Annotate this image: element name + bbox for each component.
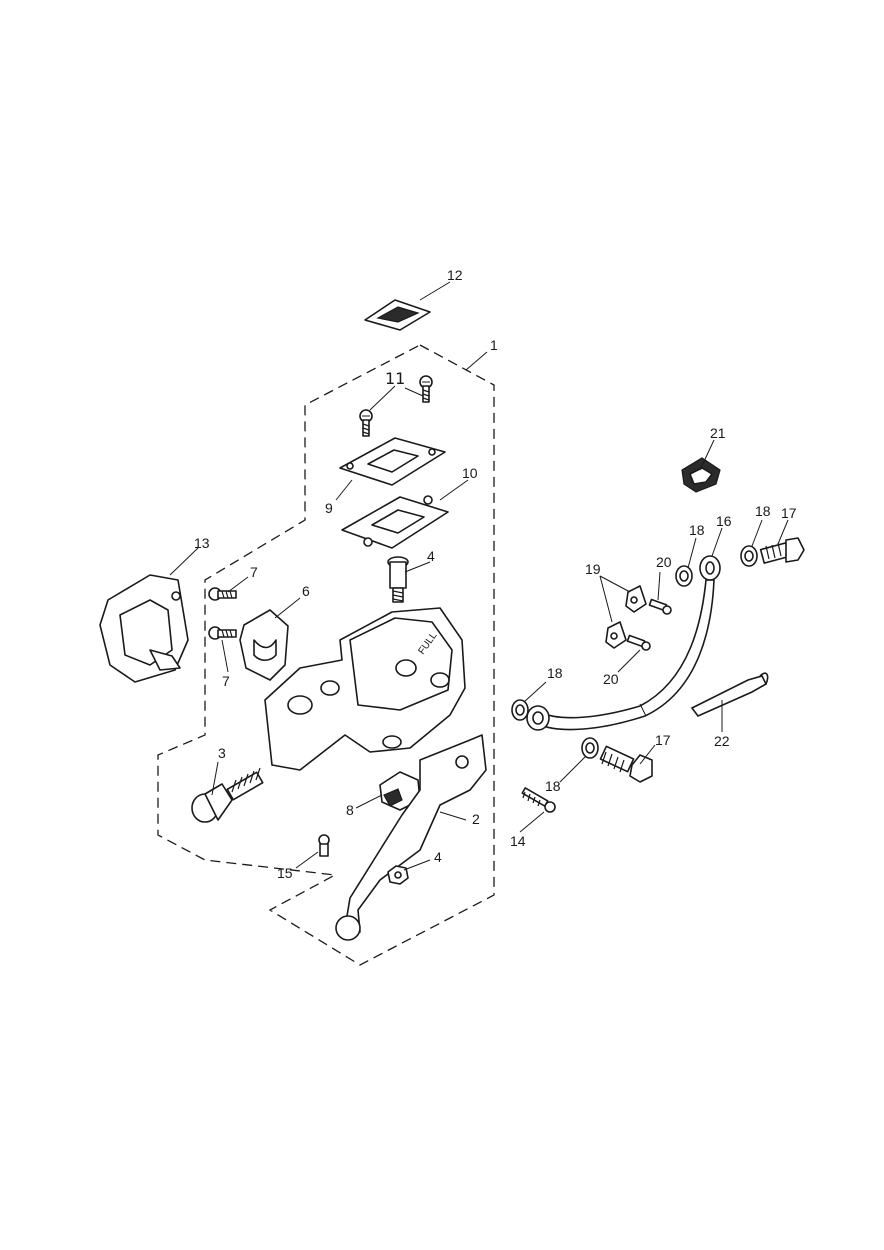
callout-14: 14 (510, 833, 526, 849)
callout-4-bottom: 4 (434, 849, 442, 865)
callout-20-bottom: 20 (603, 671, 619, 687)
callout-18-middle: 18 (547, 665, 563, 681)
gasket-part-10 (341, 495, 449, 549)
callout-21: 21 (710, 425, 726, 441)
callout-13: 13 (194, 535, 210, 551)
brake-lever-part-2 (335, 734, 487, 941)
screw-part-20b (626, 634, 651, 651)
callout-1: 1 (490, 337, 498, 353)
callout-17-bottom: 17 (655, 732, 671, 748)
brake-hose-part-16 (526, 555, 721, 731)
leader-lines (169, 281, 789, 871)
callout-10: 10 (462, 465, 478, 481)
clamp-part-6 (239, 609, 289, 681)
callout-8: 8 (346, 802, 354, 818)
callout-20-top: 20 (656, 554, 672, 570)
reservoir-cap-part-12 (364, 299, 431, 331)
callout-19: 19 (585, 561, 601, 577)
callout-22: 22 (714, 733, 730, 749)
hose-grommet-part-21 (681, 457, 721, 493)
wire-clip-part-22 (690, 672, 769, 717)
screw-part-14 (521, 787, 556, 813)
callout-4-top: 4 (427, 548, 435, 564)
screw-part-20a (648, 598, 672, 615)
washer-part-18c (675, 565, 693, 587)
washer-part-18d (740, 545, 758, 567)
screw-part-11b (419, 375, 433, 403)
hose-clip-part-19b (605, 621, 627, 649)
callout-11: 11 (385, 369, 405, 388)
callout-9: 9 (325, 500, 333, 516)
callout-2: 2 (472, 811, 480, 827)
callout-16: 16 (716, 513, 732, 529)
banjo-bolt-part-17b (759, 537, 805, 564)
hose-clip-part-19a (625, 585, 647, 613)
clamp-bolt-part-7a (208, 587, 237, 601)
banjo-bolt-part-17a (599, 745, 653, 783)
callout-3: 3 (218, 745, 226, 761)
lever-nut-part-4 (387, 865, 409, 885)
screw-part-11a (359, 409, 373, 437)
callout-15: 15 (277, 865, 293, 881)
washer-part-18a (511, 699, 529, 721)
switch-housing-part-13 (99, 574, 189, 683)
callout-7-bottom: 7 (222, 673, 230, 689)
master-cylinder-body: FULL (264, 607, 466, 771)
clamp-bolt-part-7b (208, 626, 237, 640)
screw-part-15 (318, 834, 330, 857)
pivot-bolt-part-4 (387, 556, 409, 603)
assembly-boundary-outline (157, 344, 495, 966)
callout-12: 12 (447, 267, 463, 283)
diaphragm-plate-part-9 (339, 437, 446, 486)
callout-18-bottom: 18 (545, 778, 561, 794)
adjuster-part-3 (191, 767, 264, 823)
callout-18-top-right: 18 (755, 503, 771, 519)
callout-6: 6 (302, 583, 310, 599)
washer-part-18b (581, 737, 599, 759)
callout-7-top: 7 (250, 564, 258, 580)
callout-17-top: 17 (781, 505, 797, 521)
callout-18-top: 18 (689, 522, 705, 538)
